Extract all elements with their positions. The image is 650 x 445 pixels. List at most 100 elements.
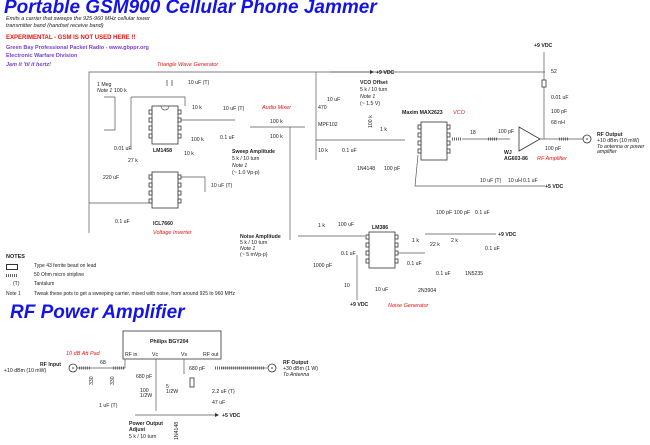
- max2623-pins: [417, 124, 451, 154]
- org-line-1: Green Bay Professional Packet Radio - ww…: [6, 45, 149, 51]
- ferrite-bead-amp2: [189, 377, 195, 388]
- d1n4148-label: 1N4148: [357, 166, 375, 172]
- vco-offset-note: Note 1: [360, 94, 375, 100]
- note-key-tantalum: (T): [13, 281, 20, 287]
- section-vco-label: VCO: [453, 110, 466, 116]
- mix-r1-label: 100 k: [270, 119, 283, 125]
- rf-out-to2: amplifier: [597, 149, 617, 155]
- lm386-chip: [368, 231, 396, 269]
- vco-offset-title: VCO Offset: [360, 80, 388, 86]
- icl7660-pins: [148, 174, 182, 204]
- max2623-label: Maxim MAX2623: [402, 110, 443, 116]
- rf-out-title: RF Output: [597, 132, 623, 138]
- c22u-label: 2.2 uF (T): [212, 389, 235, 395]
- pin-rfin: RF in: [125, 352, 138, 358]
- vdc9-arrow-icon: [370, 70, 374, 74]
- c100p-c-label: 100 pF: [545, 146, 561, 152]
- r100-label: 100: [140, 388, 149, 394]
- description-line-1: Emits a carrier that sweeps the 925-960 …: [6, 16, 150, 22]
- c10u-n-label: 10 uF: [375, 287, 388, 293]
- r330-a-label: 330: [89, 376, 95, 385]
- noise-title: Noise Amplitude: [240, 234, 281, 240]
- r10-n-label: 10: [344, 283, 350, 289]
- c1000p-label: 1000 pF: [313, 263, 332, 269]
- c100p-b-label: 100 pF: [498, 129, 514, 135]
- pin-vs: Vs: [181, 352, 187, 358]
- c47u-label: 47 uF: [212, 400, 225, 406]
- amp-d1n4148-label: 1N4148: [174, 422, 180, 440]
- sweep-note: Note 1: [232, 163, 247, 169]
- r100k-a-label: 100 k: [114, 88, 127, 94]
- sweep-vpp: (~ 1.0 Vp-p): [232, 170, 260, 176]
- amp-vdc5-label: +5 VDC: [222, 413, 241, 419]
- c10u-mid-label: 10 uF (T): [223, 106, 245, 112]
- max2623-chip: [420, 121, 448, 161]
- pot-title1: Power Output: [129, 421, 163, 427]
- amp-rf-out-power: +30 dBm (1 W): [283, 366, 318, 372]
- r10k-b-label: 10 k: [184, 151, 194, 157]
- note-ferrite: Type 43 ferrite bead on lead: [34, 263, 97, 269]
- c01u-n4-label: 0.1 uF: [485, 246, 500, 252]
- mpf102-label: MPF102: [318, 122, 338, 128]
- sweep-val: 5 k / 10 turn: [232, 156, 260, 162]
- bgy204-label: Philips BGY204: [150, 339, 188, 345]
- noise-val: 5 k / 10 turn: [240, 240, 268, 246]
- wj-label: WJ: [504, 150, 512, 156]
- l68n-label: 68 nH: [551, 120, 565, 126]
- r330-b-label: 330: [110, 376, 116, 385]
- tagline: Jam it 'til it hertz!: [6, 62, 52, 68]
- c01u-c-label: 0.1 uF: [475, 210, 490, 216]
- note-key-note1: Note 1: [6, 291, 21, 297]
- sweep-title: Sweep Amplitude: [232, 149, 275, 155]
- r10k-c-label: 10 k: [318, 148, 328, 154]
- r10k-a-label: 10 k: [192, 105, 202, 111]
- c001u-amp-label: 0.01 uF: [551, 95, 569, 101]
- r18-label: 18: [470, 130, 476, 136]
- r470-label: 470: [318, 105, 327, 111]
- lm1458-chip: [151, 105, 179, 145]
- stripline-symbol: [6, 274, 18, 277]
- c001u-label: 0.01 uF: [114, 146, 132, 152]
- pot-val: 5 k / 10 turn: [129, 434, 157, 440]
- c01u-n3-label: 0.1 uF: [436, 271, 451, 277]
- c100p-amp-label: 100 pF: [551, 109, 567, 115]
- vdc9-n-label: +9 VDC: [350, 302, 369, 308]
- section-rfamp-label: RF Amplifier: [537, 156, 568, 162]
- description-line-2: transmitter band (handset receive band): [6, 23, 104, 29]
- c100p-a-label: 100 pF: [384, 166, 400, 172]
- ferrite-bead-symbol: [6, 264, 18, 270]
- c10u-inv-label: 10 uF (T): [211, 183, 233, 189]
- c1u-label: 1 uF (T): [99, 403, 118, 409]
- r1k-n-label: 1 k: [318, 223, 325, 229]
- r27k-label: 27 k: [128, 158, 138, 164]
- r68-label: 68: [100, 360, 106, 366]
- notes-heading: NOTES: [6, 254, 25, 260]
- lm1458-label: LM1458: [153, 148, 172, 154]
- pin-vc: Vc: [152, 352, 158, 358]
- c01u-b-label: 0.1 uF: [342, 148, 357, 154]
- lm386-label: LM386: [372, 225, 388, 231]
- r1k-n2-label: 1 k: [412, 238, 419, 244]
- icl7660-chip: [151, 171, 179, 209]
- r22k-label: 22 k: [430, 242, 440, 248]
- ag603-label: AG603-86: [504, 156, 528, 162]
- r1meg-label: 1 Meg: [97, 82, 112, 88]
- icl7660-label: ICL7660: [153, 221, 173, 227]
- lm1458-notch: [160, 105, 170, 111]
- vco-offset-v: (~ 1.5 V): [360, 101, 380, 107]
- amp-rf-in-power: +10 dBm (10 mW): [4, 368, 47, 374]
- noise-vpp: (~ 5 mVp-p): [240, 252, 268, 258]
- section-mixer-label: Audio Mixer: [261, 105, 292, 111]
- note-1-text: Tweak these pots to get a sweeping carri…: [34, 291, 235, 297]
- r52-label: 52: [551, 69, 557, 75]
- r5-w-label: 1/2W: [166, 389, 178, 395]
- section-noise-label: Noise Generator: [388, 303, 430, 309]
- r100k-vco-label: 100 k: [368, 115, 374, 128]
- r100-w-label: 1/2W: [140, 393, 152, 399]
- section-triangle-label: Triangle Wave Generator: [157, 62, 219, 68]
- amp-rf-out-title: RF Output: [283, 360, 309, 366]
- r2k-label: 2 k: [451, 238, 458, 244]
- mix-r2-label: 100 k: [270, 134, 283, 140]
- amp-rf-in-title: RF Input: [40, 362, 61, 368]
